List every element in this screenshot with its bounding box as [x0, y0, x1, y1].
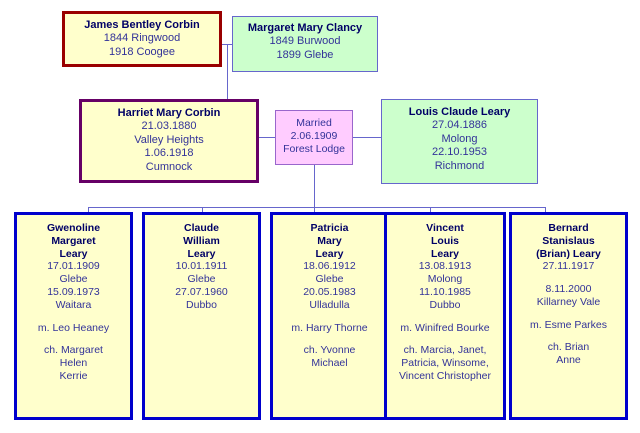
- person-name-line-3: Leary: [430, 247, 460, 260]
- person-death-date: 27.07.1960: [175, 285, 228, 298]
- person-death-date: 20.05.1983: [303, 285, 356, 298]
- person-name: Louis Claude Leary: [408, 106, 511, 118]
- person-name-line-1: Gwenoline: [46, 222, 101, 234]
- child-box-2[interactable]: Patricia Mary Leary 18.06.1912 Glebe 20.…: [270, 212, 389, 420]
- person-death-place: Ulladulla: [309, 298, 350, 311]
- person-death: 1918 Coogee: [108, 45, 176, 58]
- connector-child-drop-4: [545, 207, 546, 213]
- person-birth-place: Molong: [427, 273, 463, 286]
- children-line-3: Kerrie: [59, 369, 88, 382]
- child-box-1[interactable]: Claude William Leary 10.01.1911 Glebe 27…: [142, 212, 261, 420]
- person-name: Harriet Mary Corbin: [117, 107, 221, 119]
- person-death-place: Dubbo: [429, 298, 461, 311]
- person-death-place: Waitara: [55, 298, 92, 311]
- person-name-line-2: Margaret: [51, 234, 96, 247]
- spouse-line-1: m. Harry Thorne: [291, 321, 368, 334]
- person-death-place: Cumnock: [145, 160, 193, 173]
- person-death: 1899 Glebe: [276, 48, 334, 61]
- spouse-line-1: m. Esme Parkes: [529, 318, 608, 331]
- person-birth-date: 10.01.1911: [175, 260, 228, 273]
- children-line-2: Helen: [59, 357, 88, 370]
- marriage-date: 2.06.1909: [290, 129, 338, 142]
- person-name: James Bentley Corbin: [84, 19, 200, 31]
- children-line-3: Vincent Christopher: [398, 369, 492, 382]
- person-name-line-2: Stanislaus: [542, 234, 595, 247]
- person-box-louis-claude-leary[interactable]: Louis Claude Leary 27.04.1886 Molong 22.…: [381, 99, 538, 184]
- connector-child-drop-3: [430, 207, 431, 213]
- person-name-line-3: (Brian) Leary: [536, 247, 601, 260]
- person-box-james-bentley-corbin[interactable]: James Bentley Corbin 1844 Ringwood 1918 …: [62, 11, 222, 67]
- person-name-line-2: Louis: [431, 234, 459, 247]
- child-box-4[interactable]: Bernard Stanislaus (Brian) Leary 27.11.1…: [509, 212, 628, 420]
- marriage-label: Married: [296, 117, 332, 129]
- person-name-line-1: Claude: [183, 222, 219, 234]
- person-name-line-3: Leary: [315, 247, 344, 260]
- person-box-harriet-mary-corbin[interactable]: Harriet Mary Corbin 21.03.1880 Valley He…: [79, 99, 259, 183]
- person-birth-date: 17.01.1909: [47, 260, 100, 273]
- person-birth-place: Valley Heights: [134, 133, 204, 146]
- person-birth-date: 13.08.1913: [418, 260, 472, 273]
- person-birth-place: Glebe: [315, 273, 344, 286]
- connector-marriage-to-husband: [353, 137, 381, 138]
- connector-wife-to-marriage: [259, 137, 275, 138]
- person-birth: 1849 Burwood: [269, 35, 341, 48]
- connector-child-drop-0: [88, 207, 89, 213]
- person-birth-place: Glebe: [187, 273, 216, 286]
- connector-child-drop-1: [202, 207, 203, 213]
- connector-child-drop-2: [314, 207, 315, 213]
- person-birth-date: 27.11.1917: [542, 260, 595, 273]
- person-birth-place: Glebe: [59, 273, 88, 286]
- person-box-margaret-mary-clancy[interactable]: Margaret Mary Clancy 1849 Burwood 1899 G…: [232, 16, 378, 72]
- person-death-date: 11.10.1985: [419, 285, 471, 298]
- children-line-1: ch. Yvonne: [303, 344, 356, 357]
- person-name-line-1: Patricia: [310, 222, 349, 234]
- person-death-place: Richmond: [434, 159, 485, 172]
- person-name-line-3: Leary: [59, 247, 88, 260]
- person-death-place: Dubbo: [186, 298, 217, 311]
- child-box-0[interactable]: Gwenoline Margaret Leary 17.01.1909 Gleb…: [14, 212, 133, 420]
- spouse-line-1: m. Leo Heaney: [37, 321, 110, 334]
- person-death-date: 1.06.1918: [144, 147, 194, 160]
- person-birth: 1844 Ringwood: [103, 32, 181, 45]
- person-birth-date: 21.03.1880: [141, 120, 197, 133]
- marriage-node[interactable]: Married 2.06.1909 Forest Lodge: [275, 110, 353, 165]
- children-line-2: Anne: [556, 354, 581, 367]
- person-name-line-1: Vincent: [426, 222, 464, 234]
- person-name-line-2: William: [183, 234, 220, 247]
- children-line-1: ch. Marcia, Janet,: [403, 344, 487, 357]
- children-line-1: ch. Margaret: [44, 344, 103, 357]
- connector-sibling-bar: [88, 207, 545, 208]
- connector-gen1-drop: [227, 44, 228, 99]
- person-name-line-1: Bernard: [548, 222, 589, 234]
- marriage-place: Forest Lodge: [283, 142, 345, 155]
- person-death-date: 8.11.2000: [545, 283, 592, 296]
- children-line-2: Michael: [311, 357, 348, 370]
- person-name: Margaret Mary Clancy: [247, 22, 363, 34]
- children-line-2: Patricia, Winsome,: [401, 357, 489, 370]
- person-birth-date: 27.04.1886: [431, 119, 488, 132]
- person-death-date: 15.09.1973: [47, 285, 100, 298]
- connector-marriage-drop: [314, 165, 315, 207]
- person-death-date: 22.10.1953: [431, 146, 488, 159]
- children-line-1: ch. Brian: [547, 341, 590, 354]
- person-name-line-3: Leary: [187, 247, 216, 260]
- person-death-place: Killarney Vale: [536, 295, 601, 308]
- person-birth-date: 18.06.1912: [303, 260, 356, 273]
- person-name-line-2: Mary: [317, 234, 342, 247]
- spouse-line-1: m. Winifred Bourke: [400, 321, 490, 334]
- child-box-3[interactable]: Vincent Louis Leary 13.08.1913 Molong 11…: [384, 212, 506, 420]
- person-birth-place: Molong: [441, 132, 478, 145]
